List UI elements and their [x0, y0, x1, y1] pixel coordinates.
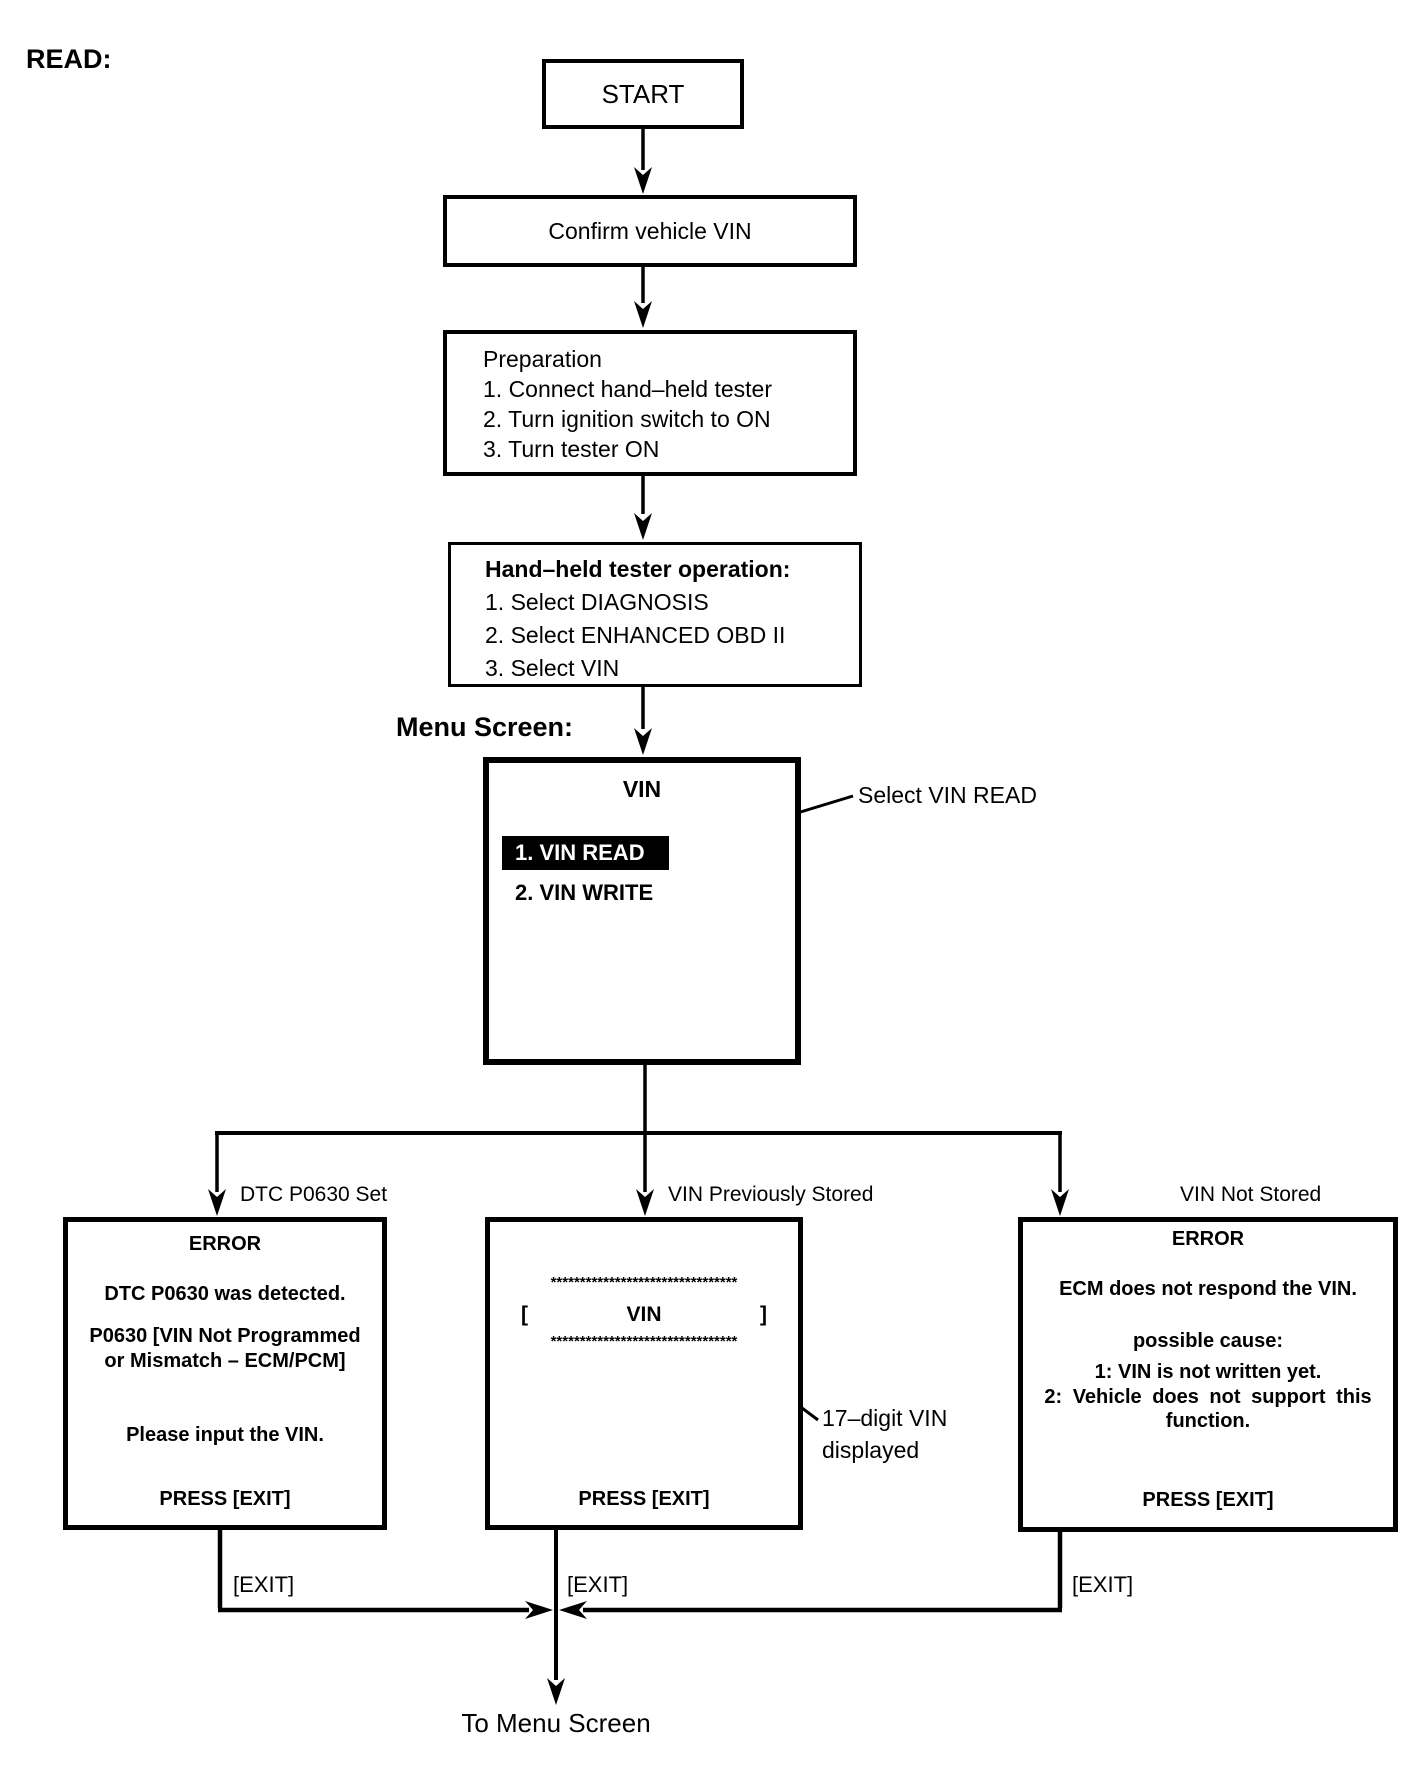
tester-operation-step: 3. Select VIN [485, 655, 620, 681]
tester-operation-node: Hand–held tester operation: 1. Select DI… [448, 542, 862, 687]
preparation-title: Preparation [483, 346, 602, 372]
error-dtc-title: ERROR [188, 1233, 262, 1255]
arrowhead-down-icon [547, 1678, 565, 1705]
vin-display-press-exit: PRESS [EXIT] [578, 1488, 710, 1510]
vin-display-node [485, 1217, 803, 1530]
vin-display-bracket-close: ] [760, 1303, 767, 1326]
arrowhead-down-icon [636, 1189, 654, 1216]
arrowhead-left-icon [559, 1601, 587, 1619]
error-dtc-line1: DTC P0630 was detected. [104, 1283, 346, 1305]
exit-label-left: [EXIT] [233, 1572, 295, 1597]
tester-operation-step: 1. Select DIAGNOSIS [485, 589, 709, 615]
tester-operation-title: Hand–held tester operation: [485, 556, 791, 582]
error-ecm-node [1018, 1217, 1398, 1532]
error-ecm-press-exit: PRESS [EXIT] [1142, 1489, 1274, 1511]
arrowhead-down-icon [208, 1189, 226, 1216]
error-ecm-line2: possible cause: [1132, 1330, 1284, 1352]
vin-display-stars-top: ******************************** [550, 1274, 738, 1291]
branch-label-vin-not-stored: VIN Not Stored [1180, 1183, 1322, 1206]
exit-label-right: [EXIT] [1072, 1572, 1134, 1597]
confirm-vin-node: Confirm vehicle VIN [443, 195, 857, 267]
error-dtc-line2a: P0630 [VIN Not Programmed [89, 1325, 361, 1347]
preparation-step: 1. Connect hand–held tester [483, 376, 772, 402]
error-ecm-line3: 1: VIN is not written yet. [1094, 1361, 1322, 1383]
to-menu-screen-label: To Menu Screen [461, 1708, 651, 1738]
start-node: START [542, 59, 744, 129]
menu-item-vin-write: 2. VIN WRITE [515, 880, 654, 905]
error-dtc-press-exit: PRESS [EXIT] [159, 1488, 291, 1510]
arrowhead-down-icon [1051, 1189, 1069, 1216]
error-dtc-line2b: or Mismatch – ECM/PCM] [104, 1350, 346, 1372]
error-dtc-line3: Please input the VIN. [126, 1424, 324, 1446]
select-vin-read-annotation: Select VIN READ [858, 782, 1037, 808]
arrowhead-down-icon [634, 513, 652, 540]
preparation-node: Preparation 1. Connect hand–held tester … [443, 330, 857, 476]
branch-label-vin-stored: VIN Previously Stored [668, 1183, 874, 1206]
branch-label-dtc-set: DTC P0630 Set [240, 1183, 388, 1206]
vin-digit-annotation-line2: displayed [822, 1437, 920, 1463]
vin-display-vin: VIN [626, 1303, 662, 1326]
vin-menu-title: VIN [622, 776, 662, 802]
page-title: READ: [26, 44, 112, 74]
vin-menu-node [483, 757, 801, 1065]
menu-screen-label: Menu Screen: [396, 712, 574, 742]
arrowhead-down-icon [634, 167, 652, 194]
vin-digit-annotation-line1: 17–digit VIN [822, 1405, 948, 1431]
arrowhead-down-icon [634, 301, 652, 328]
tester-operation-step: 2. Select ENHANCED OBD II [485, 622, 786, 648]
arrowhead-right-icon [525, 1601, 553, 1619]
preparation-step: 2. Turn ignition switch to ON [483, 406, 771, 432]
exit-label-middle: [EXIT] [567, 1572, 629, 1597]
error-ecm-line4a: 2: Vehicle does not support this [1044, 1386, 1372, 1408]
error-dtc-node [63, 1217, 387, 1530]
error-ecm-title: ERROR [1171, 1228, 1245, 1250]
menu-item-vin-read-selected: 1. VIN READ [502, 836, 669, 870]
vin-display-stars-bottom: ******************************** [550, 1333, 738, 1350]
vin-display-bracket-open: [ [521, 1303, 528, 1326]
error-ecm-line1: ECM does not respond the VIN. [1059, 1278, 1357, 1300]
preparation-step: 3. Turn tester ON [483, 436, 660, 462]
arrowhead-down-icon [634, 728, 652, 755]
error-ecm-line4b: function. [1165, 1410, 1251, 1432]
